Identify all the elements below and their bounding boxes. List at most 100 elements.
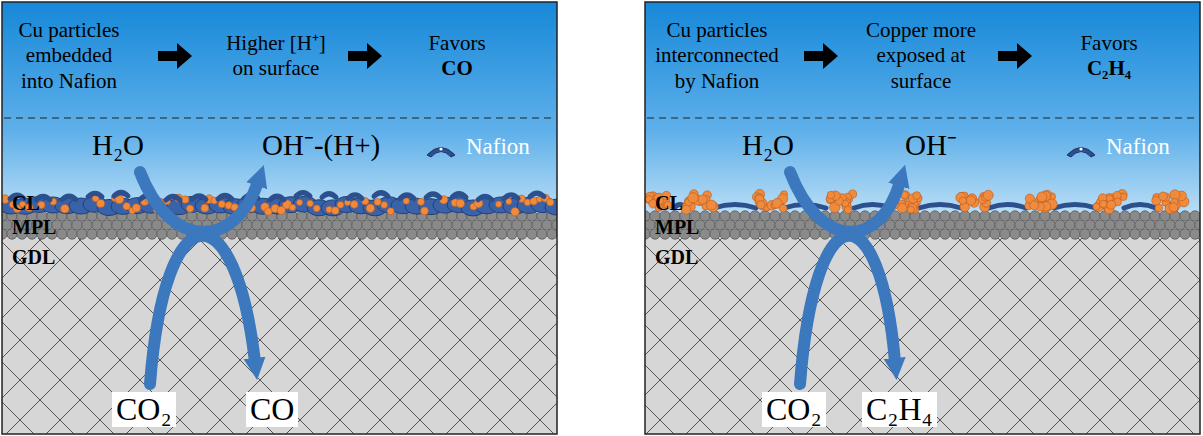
nafion-film	[545, 199, 557, 215]
carbon-particle	[497, 229, 507, 239]
layer-label: GDL	[655, 246, 698, 268]
carbon-particle	[1160, 229, 1170, 239]
dashed-divider	[647, 117, 1198, 118]
statement-text: Cu particles embedded into Nafion	[8, 18, 130, 94]
statement-text: Cu particles interconnected by Nafion	[650, 18, 784, 94]
carbon-particle	[1170, 229, 1180, 239]
nafion-strand	[452, 194, 466, 198]
nafion-strand	[919, 205, 961, 209]
reaction-arrows	[140, 172, 900, 384]
layer-label: MPL	[655, 216, 699, 238]
nafion-strand	[296, 193, 310, 197]
carbon-particle	[720, 229, 730, 239]
carbon-particle	[427, 229, 437, 239]
reactant-label: H₂O	[92, 130, 144, 162]
carbon-particle	[770, 229, 780, 239]
cu-particle	[387, 208, 394, 215]
carbon-particle	[317, 229, 327, 239]
carbon-particle	[1070, 229, 1080, 239]
nafion-strand	[374, 193, 388, 197]
nafion-icon	[1067, 147, 1095, 157]
carbon-particle	[547, 229, 557, 239]
carbon-particle	[147, 229, 157, 239]
cu-particle	[688, 193, 698, 203]
carbon-particle	[297, 229, 307, 239]
co2-arrow	[150, 236, 255, 384]
carbon-particle	[157, 229, 167, 239]
product-name: CO	[398, 56, 516, 81]
carbon-particle	[437, 229, 447, 239]
carbon-particle	[117, 229, 127, 239]
gdl-layer	[645, 238, 1200, 434]
electrode-layers	[645, 189, 1200, 239]
carbon-particle	[347, 229, 357, 239]
cu-particle	[186, 205, 193, 212]
cu-particle	[337, 201, 344, 208]
nafion-strand	[504, 195, 518, 199]
cu-particle	[1093, 203, 1100, 210]
carbon-particle	[67, 229, 77, 239]
carbon-particle	[930, 229, 940, 239]
carbon-particle	[387, 229, 397, 239]
nafion-strand	[62, 196, 76, 200]
nafion-strand	[270, 196, 284, 200]
carbon-particle	[457, 229, 467, 239]
cu-particle	[495, 201, 501, 207]
cu-particles	[645, 189, 1189, 214]
cu-particle	[511, 207, 519, 215]
cu-particle	[547, 199, 554, 206]
panel-border	[2, 2, 557, 434]
statement-block: Cu particles embedded into Nafion	[8, 18, 130, 94]
nafion-strand	[218, 196, 232, 200]
carbon-particle	[810, 229, 820, 239]
block-arrow	[158, 43, 192, 69]
carbon-particle	[247, 229, 257, 239]
carbon-particle	[710, 229, 720, 239]
water-arrow	[790, 172, 900, 232]
water-arrow	[140, 172, 258, 232]
carbon-particle	[327, 229, 337, 239]
carbon-particle	[477, 229, 487, 239]
layer-label: MPL	[12, 216, 56, 238]
carbon-particle	[1130, 229, 1140, 239]
carbon-particle	[377, 229, 387, 239]
carbon-particle	[97, 229, 107, 239]
nafion-strand	[166, 196, 180, 200]
carbon-particle	[87, 229, 97, 239]
carbon-particle	[1080, 229, 1090, 239]
cu-particle	[913, 192, 921, 200]
right-panel	[645, 2, 1200, 434]
carbon-particle	[1030, 229, 1040, 239]
legend-label: Nafion	[466, 134, 530, 159]
cu-particle	[1099, 200, 1107, 208]
carbon-particle	[57, 229, 67, 239]
carbon-particle	[1040, 229, 1050, 239]
nafion-strand	[989, 205, 1026, 209]
carbon-particle	[1000, 229, 1010, 239]
cu-particle	[844, 206, 851, 213]
cu-particle	[181, 196, 188, 203]
carbon-particle	[800, 229, 810, 239]
carbon-particle	[780, 229, 790, 239]
cu-particle	[374, 198, 381, 205]
nafion-strand	[1054, 205, 1096, 209]
cu-particle	[403, 198, 409, 204]
carbon-particle	[1110, 229, 1120, 239]
carbon-particle	[527, 229, 537, 239]
product-name: C₂H₄	[1046, 56, 1172, 81]
statement-block: FavorsC₂H₄	[1046, 31, 1172, 81]
cu-particle	[381, 202, 388, 209]
cu-particle	[1169, 203, 1178, 212]
carbon-particle	[307, 229, 317, 239]
statement-text: Higher [H⁺] on surface	[220, 31, 332, 81]
carbon-particle	[167, 229, 177, 239]
carbon-particle	[940, 229, 950, 239]
carbon-particle	[740, 229, 750, 239]
cu-particle	[97, 199, 105, 207]
carbon-particle	[1100, 229, 1110, 239]
carbon-particle	[367, 229, 377, 239]
carbon-particle	[880, 229, 890, 239]
carbon-particle	[1020, 229, 1030, 239]
